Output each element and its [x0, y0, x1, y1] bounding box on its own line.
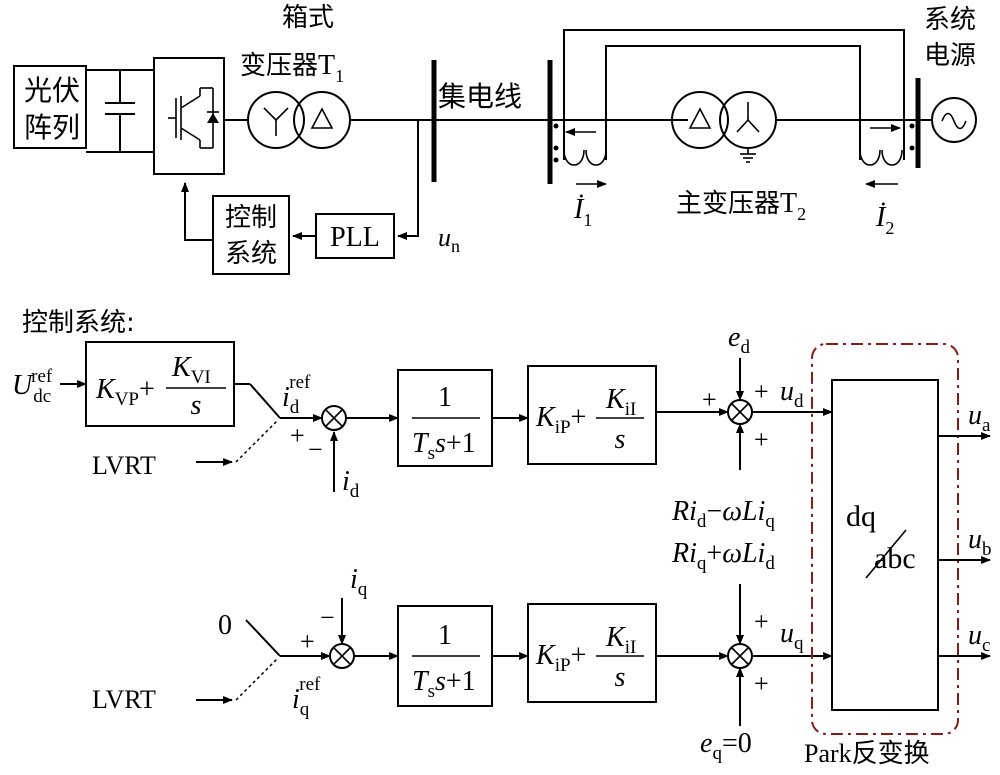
control-system-label-2: 系统: [225, 239, 277, 269]
plus-sign-d: +: [290, 421, 305, 450]
pv-array-label-1: 光伏: [24, 74, 80, 107]
top-schematic: [13, 29, 977, 275]
first-order-denominator-q: Tss+1: [412, 666, 476, 702]
transformer-t1-icon: [247, 91, 351, 149]
ub-label: ub: [968, 524, 992, 560]
abc-label: abc: [874, 542, 916, 575]
kii-label-d: KiI: [605, 384, 636, 420]
iq-label: iq: [350, 564, 368, 600]
uc-label: uc: [968, 620, 990, 656]
inverter-box: [153, 57, 225, 175]
decoupling-q-label: Riq+ωLid: [671, 538, 775, 574]
plus-sign-ud-bottom: +: [754, 425, 769, 454]
lvrt-label-q: LVRT: [92, 685, 156, 714]
eq-label: eq=0: [700, 728, 752, 764]
system-source-label-2: 电源: [924, 41, 976, 71]
kii-denominator-d: s: [615, 424, 626, 455]
control-system-label-1: 控制: [225, 203, 277, 233]
plus-sign-ud-left: +: [702, 385, 717, 414]
un-label: un: [438, 223, 460, 256]
first-order-denominator-d: Tss+1: [412, 428, 476, 464]
uq-label: uq: [780, 618, 804, 654]
pll-label: PLL: [330, 222, 380, 253]
first-order-numerator-d: 1: [438, 382, 452, 413]
decoupling-d-label: Rid−ωLiq: [671, 496, 775, 532]
t1-label: 变压器T1: [240, 50, 344, 86]
main-transformer-label: 主变压器T2: [676, 188, 806, 224]
iq-ref-label: iqref: [292, 674, 321, 720]
switch-d: [249, 383, 281, 419]
kii-denominator-q: s: [615, 662, 626, 693]
box-transformer-label: 箱式: [282, 3, 334, 33]
first-order-numerator-q: 1: [438, 620, 452, 651]
plus-sign-uq-top: +: [754, 607, 769, 636]
kii-label-q: KiI: [605, 622, 636, 658]
ed-label: ed: [728, 322, 750, 358]
i1-label: İ1: [573, 194, 592, 230]
lvrt-label-d: LVRT: [92, 451, 156, 480]
ac-source-icon: [931, 97, 977, 143]
kvi-label: KVI: [171, 352, 211, 388]
collector-line-label: 集电线: [438, 80, 522, 113]
diode-icon: [207, 111, 219, 123]
ct-coil-left-icon: [563, 128, 607, 188]
control-system-title: 控制系统:: [22, 308, 135, 338]
current-pi-block-q: [527, 603, 657, 703]
control-system-box: [212, 195, 290, 275]
pv-array-label-2: 阵列: [24, 111, 80, 144]
plus-sign-uq-bottom: +: [754, 669, 769, 698]
transformer-t2-icon: [671, 91, 777, 163]
switch-q: [245, 619, 281, 657]
minus-sign-d: −: [308, 435, 323, 464]
system-source-label-1: 系统: [924, 5, 976, 35]
id-ref-label: idref: [282, 372, 311, 418]
control-block-lines: [60, 341, 991, 735]
park-inverse-dashed-frame: [811, 343, 959, 735]
plus-sign-q: +: [300, 627, 315, 656]
plus-sign-ud-top: +: [754, 377, 769, 406]
park-inverse-block: [831, 379, 939, 711]
kvi-denominator: s: [191, 390, 202, 421]
ua-label: ua: [968, 400, 991, 436]
park-inverse-label: Park反变换: [804, 739, 930, 769]
current-pi-block-d: [527, 365, 657, 465]
kip-label-q: KiP+: [535, 640, 586, 676]
kvp-label: KVP+: [95, 374, 155, 410]
ud-label: ud: [780, 376, 804, 412]
ct-coil-right-icon: [859, 124, 903, 188]
udc-ref-label: Udcref: [12, 366, 53, 407]
minus-sign-q: −: [320, 603, 335, 632]
id-label: id: [342, 466, 360, 502]
pv-array-box: [13, 65, 87, 149]
igbt-icon: [168, 87, 214, 149]
zero-label: 0: [218, 610, 232, 641]
i2-label: İ2: [875, 202, 894, 238]
kip-label-d: KiP+: [535, 402, 586, 438]
dq-label: dq: [846, 500, 876, 533]
